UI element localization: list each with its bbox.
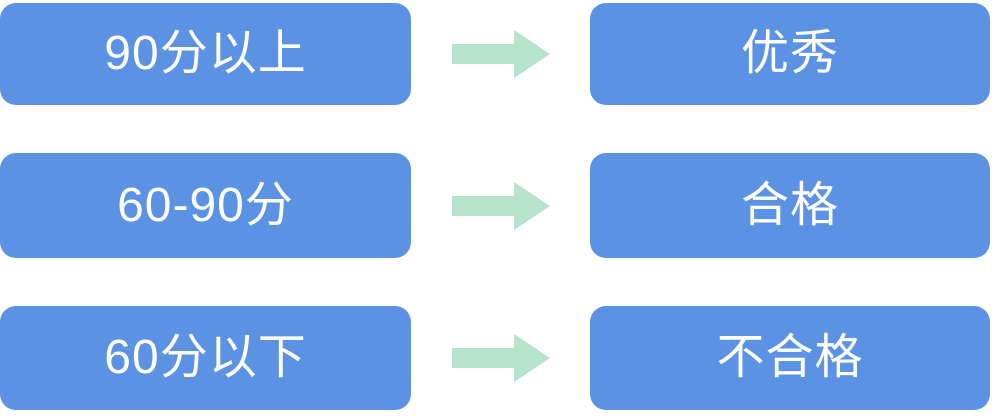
grade-result-box[interactable]: 合格 — [590, 153, 990, 258]
right-arrow-icon — [452, 30, 550, 78]
mapping-row: 60-90分 合格 — [0, 153, 1000, 258]
grade-result-label: 不合格 — [716, 331, 864, 384]
score-range-label: 60-90分 — [117, 178, 294, 232]
score-range-label: 90分以上 — [104, 27, 307, 80]
score-range-box[interactable]: 90分以上 — [0, 3, 411, 105]
right-arrow-icon — [452, 181, 550, 230]
mapping-row: 90分以上 优秀 — [0, 3, 1000, 105]
score-range-box[interactable]: 60分以下 — [0, 306, 411, 410]
grade-result-box[interactable]: 不合格 — [590, 306, 990, 410]
right-arrow-icon — [452, 334, 550, 382]
grade-result-label: 合格 — [740, 178, 839, 232]
grade-result-box[interactable]: 优秀 — [590, 3, 990, 105]
grade-result-label: 优秀 — [740, 27, 839, 80]
score-range-label: 60分以下 — [104, 331, 307, 384]
score-range-box[interactable]: 60-90分 — [0, 153, 411, 258]
mapping-row: 60分以下 不合格 — [0, 306, 1000, 410]
